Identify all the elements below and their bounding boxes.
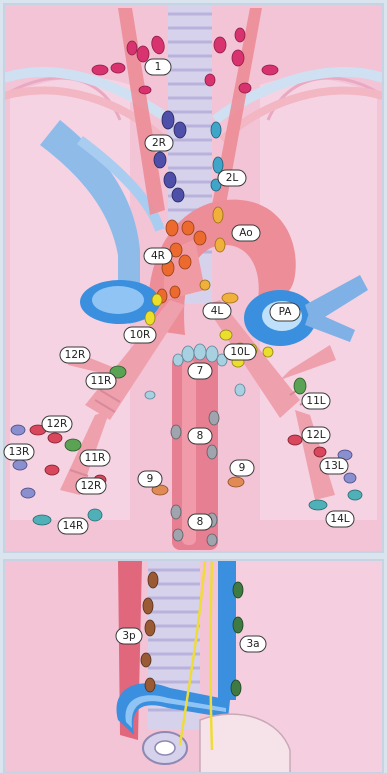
svg-text:11R: 11R (85, 452, 106, 464)
right-pulmonary-vein-lumen (92, 286, 144, 314)
label-station-11R-lower: 11R (80, 450, 110, 466)
label-station-9-left: 9 (230, 460, 254, 476)
label-station-12L: 12L (302, 427, 330, 443)
label-aorta: Ao (232, 225, 260, 241)
label-station-4R: 4R (144, 248, 172, 264)
svg-text:13L: 13L (324, 460, 343, 472)
svg-text:1: 1 (155, 61, 162, 73)
svg-text:12R: 12R (47, 418, 68, 430)
label-pulmonary-artery: PA (270, 303, 300, 321)
svg-text:10R: 10R (130, 329, 151, 341)
label-station-3p: 3p (116, 628, 142, 644)
svg-text:11R: 11R (91, 375, 112, 387)
vagus-nerve-2 (211, 560, 213, 750)
svg-text:12L: 12L (306, 429, 325, 441)
lower-panel-lateral-view (4, 560, 383, 773)
svg-text:13R: 13R (9, 446, 30, 458)
svg-text:2R: 2R (152, 137, 166, 149)
label-station-1: 1 (145, 59, 171, 75)
svg-text:9: 9 (147, 473, 154, 485)
svg-text:3p: 3p (122, 630, 136, 642)
svg-text:14R: 14R (63, 520, 84, 532)
svg-text:12R: 12R (65, 349, 86, 361)
svg-text:10L: 10L (230, 346, 249, 358)
label-station-12R-upper: 12R (60, 347, 90, 363)
svg-text:8: 8 (197, 516, 204, 528)
svg-text:Ao: Ao (239, 227, 252, 239)
svg-text:12R: 12R (81, 480, 102, 492)
label-station-8-upper: 8 (188, 428, 212, 444)
label-station-13R: 13R (4, 444, 34, 460)
label-station-8-lower: 8 (188, 514, 212, 530)
label-station-10R: 10R (124, 327, 156, 343)
label-station-3a: 3a (240, 636, 266, 652)
svg-text:9: 9 (239, 462, 246, 474)
svg-text:7: 7 (197, 365, 204, 377)
vena-cava-lateral (218, 560, 236, 700)
svg-text:4R: 4R (151, 250, 165, 262)
label-station-12R-lower: 12R (76, 478, 106, 494)
label-station-14R: 14R (58, 518, 88, 534)
label-station-12R-middle: 12R (42, 416, 72, 432)
label-station-11R-upper: 11R (86, 373, 116, 389)
label-station-11L: 11L (302, 393, 330, 409)
label-station-14L: 14L (326, 511, 354, 527)
svg-text:3a: 3a (246, 638, 259, 650)
label-station-7: 7 (188, 363, 212, 379)
label-station-2L: 2L (218, 170, 246, 186)
bronchus-lumen (155, 741, 175, 755)
label-station-9-right: 9 (138, 471, 162, 487)
svg-text:14L: 14L (330, 513, 349, 525)
svg-text:2L: 2L (226, 172, 239, 184)
svg-text:11L: 11L (306, 395, 325, 407)
label-station-4L: 4L (203, 303, 231, 319)
svg-text:PA: PA (279, 306, 293, 318)
label-station-10L: 10L (224, 344, 256, 360)
svg-text:4L: 4L (211, 305, 224, 317)
label-station-2R: 2R (145, 135, 173, 151)
svg-text:8: 8 (197, 430, 204, 442)
label-station-13L: 13L (320, 458, 348, 474)
